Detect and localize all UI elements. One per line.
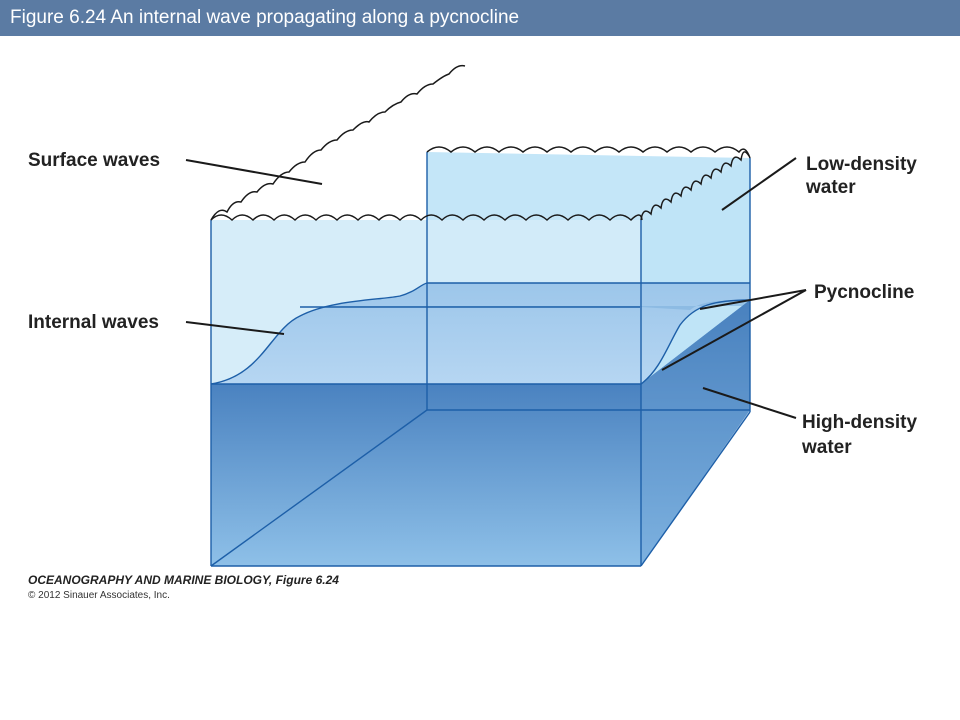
- label-high-density-line1: High-density: [802, 412, 917, 433]
- front-high-density-water: [211, 384, 641, 566]
- label-pycnocline: Pycnocline: [814, 282, 914, 303]
- box-edges: [210, 152, 751, 567]
- surface-waves-front: [210, 64, 466, 221]
- label-surface-waves: Surface waves: [28, 150, 160, 171]
- title-bar: Figure 6.24 An internal wave propagating…: [0, 0, 960, 36]
- credit-copyright: © 2012 Sinauer Associates, Inc.: [28, 590, 170, 601]
- internal-wave-curve-side: [640, 299, 751, 385]
- surface-waves-side-edge: [640, 151, 750, 221]
- label-internal-waves: Internal waves: [28, 312, 159, 333]
- credit-book: OCEANOGRAPHY AND MARINE BIOLOGY, Figure …: [28, 573, 339, 587]
- surface-waves-back-edge: [426, 146, 751, 159]
- label-low-density-line1: Low-density: [806, 154, 917, 175]
- internal-wave-curve-front: [210, 282, 428, 385]
- label-low-density-line2: water: [805, 177, 856, 198]
- pycnocline-interface-surface: [211, 283, 750, 384]
- leader-lines: [185, 157, 807, 419]
- figure-title: Figure 6.24 An internal wave propagating…: [10, 7, 520, 28]
- internal-wave-diagram: Surface waves Internal waves Low-density…: [28, 64, 917, 601]
- surface-waves-front-edge: [210, 214, 643, 222]
- label-high-density-line2: water: [801, 437, 852, 458]
